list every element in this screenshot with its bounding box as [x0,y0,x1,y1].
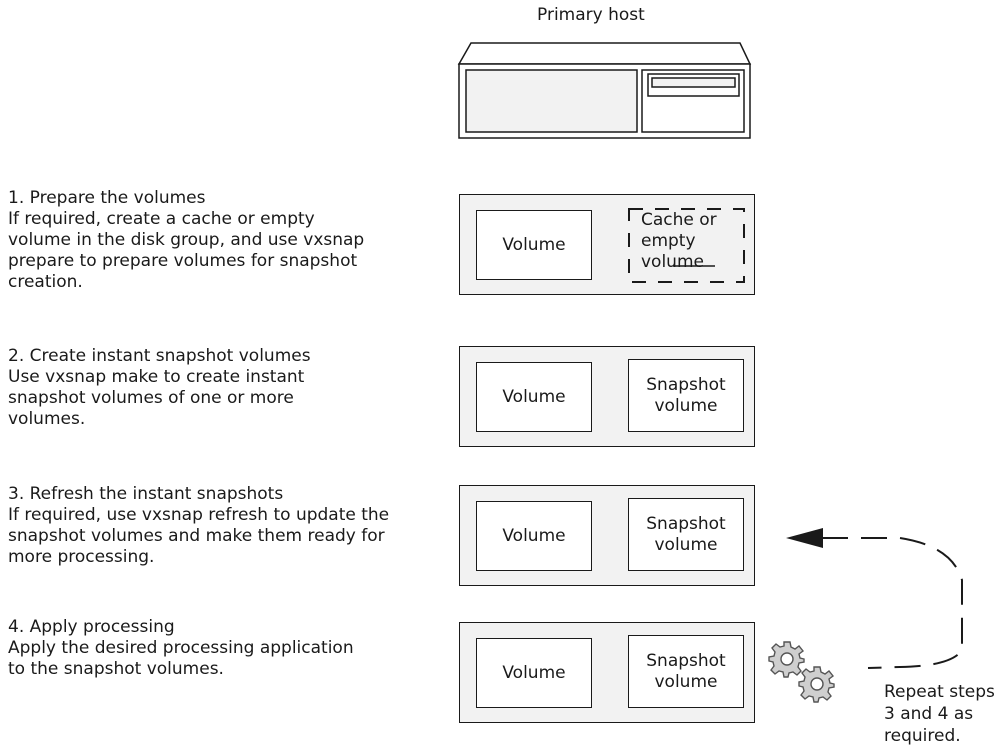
arrowhead [786,528,823,548]
repeat-steps-note: Repeat steps 3 and 4 as required. [884,682,995,746]
step-3-panel: Volume Snapshot volume [459,485,755,586]
step-4-description: 4. Apply processing Apply the desired pr… [8,617,354,679]
primary-host-label: Primary host [537,5,645,25]
snapshot-volume-box: Snapshot volume [628,359,744,432]
snapshot-volume-box: Snapshot volume [628,498,744,571]
step-2-description: 2. Create instant snapshot volumes Use v… [8,346,311,429]
volume-box: Volume [476,210,592,280]
step-1-panel: Volume Cache or empty volume [459,194,755,295]
primary-host-icon [457,42,752,139]
step-1-description: 1. Prepare the volumes If required, crea… [8,188,365,292]
volume-box: Volume [476,638,592,708]
gears-icon [768,641,835,703]
step-2-panel: Volume Snapshot volume [459,346,755,447]
step-3-description: 3. Refresh the instant snapshots If requ… [8,484,390,567]
volume-box: Volume [476,501,592,571]
volume-box: Volume [476,362,592,432]
step-4-panel: Volume Snapshot volume [459,622,755,723]
snapshot-volume-box: Snapshot volume [628,635,744,708]
repeat-loop-arrow [822,537,963,669]
cache-or-empty-volume-box: Cache or empty volume [641,210,717,272]
